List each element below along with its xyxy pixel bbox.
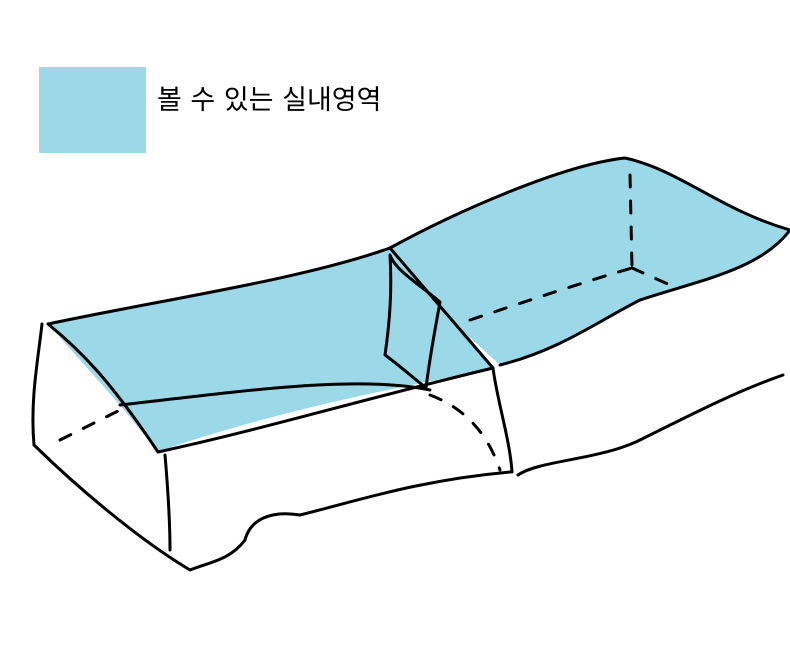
legend-swatch-visible-area: [39, 67, 146, 153]
right-roof-surface: [390, 158, 790, 365]
left-block-outline: [31, 246, 514, 572]
legend-label: 볼 수 있는 실내영역: [157, 85, 382, 116]
right-block-outline: [388, 156, 790, 477]
left-block-hidden-edges: [58, 393, 502, 472]
right-block-hidden-edges: [468, 173, 672, 322]
